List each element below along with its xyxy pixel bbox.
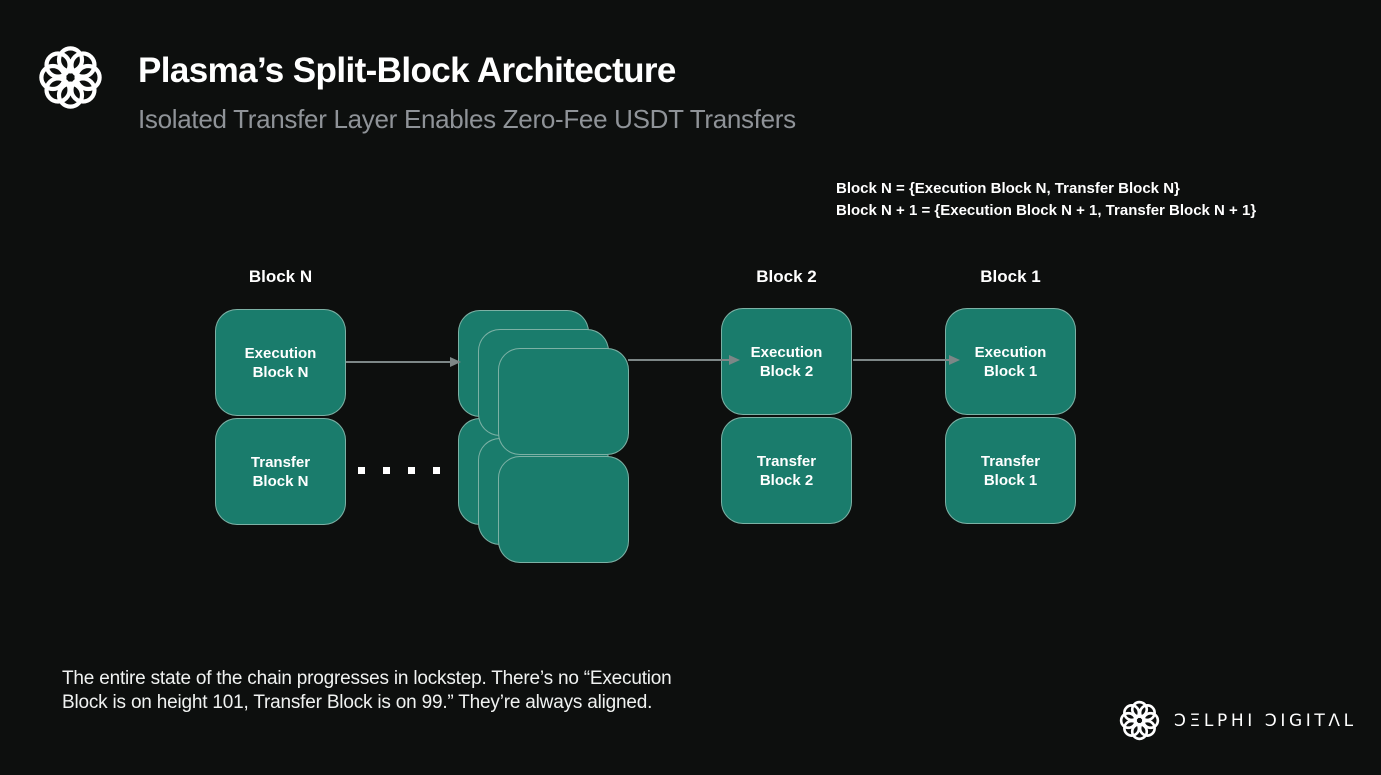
- transfer-block-1: Transfer Block 1: [945, 417, 1076, 524]
- transfer-block-n-line2: Block N: [252, 472, 309, 490]
- caption-line-2: Block is on height 101, Transfer Block i…: [62, 691, 653, 713]
- execution-block-n-line2: Block N: [252, 363, 309, 381]
- caption-line-1: The entire state of the chain progresses…: [62, 668, 672, 689]
- column-label-block-1: Block 1: [980, 267, 1041, 286]
- transfer-block-n-line1: Transfer: [250, 453, 311, 471]
- delphi-chain-icon: [1119, 700, 1160, 741]
- formula-line-2: Block N + 1 = {Execution Block N + 1, Tr…: [836, 201, 1257, 219]
- transfer-block-1-line1: Transfer: [980, 452, 1041, 470]
- column-label-block-n: Block N: [248, 267, 313, 286]
- execution-block-n: Execution Block N: [215, 309, 346, 416]
- execution-block-2: Execution Block 2: [721, 308, 852, 415]
- column-label-block-2: Block 2: [756, 267, 817, 286]
- ellipsis-dot: [433, 467, 440, 474]
- execution-block-n-line1: Execution: [244, 344, 317, 362]
- stacked-execution-block-front: [498, 348, 629, 455]
- transfer-block-2-line1: Transfer: [756, 452, 817, 470]
- execution-block-1-line1: Execution: [974, 343, 1047, 361]
- page-subtitle: Isolated Transfer Layer Enables Zero-Fee…: [138, 104, 796, 134]
- block-formula: Block N = {Execution Block N, Transfer B…: [836, 178, 1256, 221]
- caption: The entire state of the chain progresses…: [62, 667, 672, 714]
- brand-wordmark: ƆΞLPHI ƆIGITΛL: [1174, 710, 1357, 731]
- execution-block-2-line1: Execution: [750, 343, 823, 361]
- arrow-stack-to-exec-2: [628, 355, 740, 365]
- arrow-exec-n-to-stack: [346, 357, 461, 367]
- ellipsis-dot: [358, 467, 365, 474]
- formula-line-1: Block N = {Execution Block N, Transfer B…: [836, 180, 1180, 197]
- execution-block-2-line2: Block 2: [759, 362, 814, 380]
- delphi-chain-icon: [39, 46, 102, 109]
- transfer-block-2-line2: Block 2: [759, 471, 814, 489]
- arrow-exec-2-to-exec-1: [853, 355, 960, 365]
- stacked-transfer-block-front: [498, 456, 629, 563]
- execution-block-1-line2: Block 1: [983, 362, 1038, 380]
- transfer-block-2: Transfer Block 2: [721, 417, 852, 524]
- transfer-block-n: Transfer Block N: [215, 418, 346, 525]
- ellipsis-dots: [358, 467, 440, 474]
- page-title: Plasma’s Split-Block Architecture: [138, 51, 676, 90]
- footer-brand: ƆΞLPHI ƆIGITΛL: [1119, 700, 1357, 741]
- transfer-block-1-line2: Block 1: [983, 471, 1038, 489]
- execution-block-1: Execution Block 1: [945, 308, 1076, 415]
- ellipsis-dot: [383, 467, 390, 474]
- ellipsis-dot: [408, 467, 415, 474]
